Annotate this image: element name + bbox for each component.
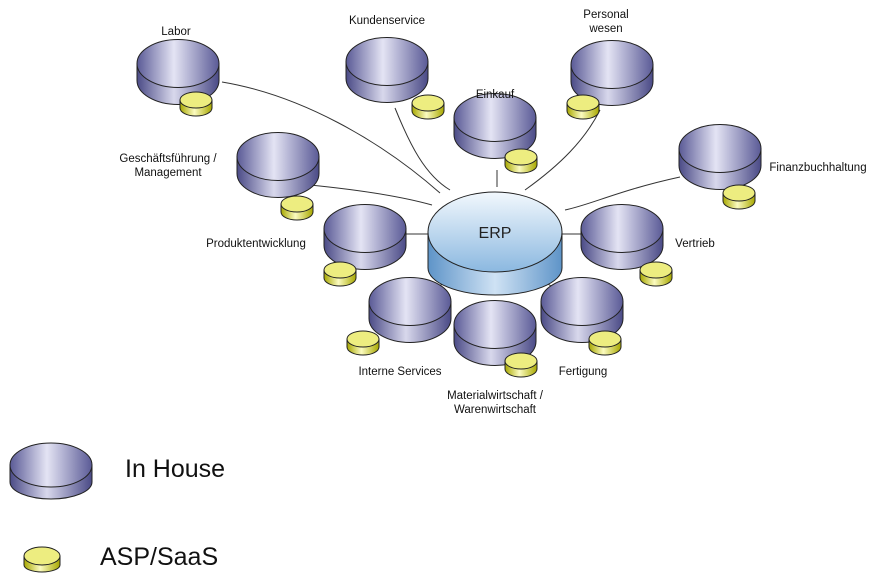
label-line: Vertrieb	[675, 238, 715, 250]
in-house-database-icon	[345, 37, 429, 103]
in-house-database-icon	[580, 204, 664, 270]
erp-database: ERP	[427, 191, 563, 296]
node-kundenservice	[345, 37, 445, 120]
asp-saas-icon	[588, 330, 622, 356]
in-house-database-icon	[368, 277, 452, 343]
line-kundenservice	[394, 107, 451, 191]
label-einkauf: Einkauf	[476, 89, 515, 101]
asp-saas-icon	[179, 91, 213, 117]
asp-saas-icon	[722, 184, 756, 210]
erp-label: ERP	[479, 225, 512, 242]
label-line: Personal	[583, 9, 628, 21]
in-house-database-icon	[570, 40, 654, 106]
label-fertigung: Fertigung	[559, 366, 608, 378]
label-materialwirtschaft: Materialwirtschaft / Warenwirtschaft	[447, 390, 544, 416]
legend-in-house-label: In House	[125, 455, 225, 483]
label-kundenservice: Kundenservice	[349, 15, 425, 27]
asp-saas-icon	[504, 352, 538, 378]
in-house-database-icon	[323, 204, 407, 270]
in-house-database-icon	[236, 132, 320, 198]
asp-saas-icon	[346, 330, 380, 356]
label-line: Finanzbuchhaltung	[769, 162, 866, 174]
label-line: Fertigung	[559, 366, 608, 378]
asp-saas-icon	[566, 94, 600, 120]
legend-asp-saas-label: ASP/SaaS	[100, 543, 218, 571]
asp-saas-icon	[504, 148, 538, 174]
node-interne-services	[346, 277, 452, 356]
legend-in-house-icon	[9, 442, 93, 500]
node-finanzbuchhaltung	[678, 124, 762, 210]
node-labor	[136, 39, 220, 117]
legend: In House ASP/SaaS	[9, 442, 225, 573]
in-house-database-icon	[678, 124, 762, 190]
label-line: Geschäftsführung /	[119, 153, 217, 165]
label-line: wesen	[588, 23, 622, 35]
line-finanzbuchhaltung	[564, 176, 681, 211]
label-labor: Labor	[161, 26, 191, 38]
label-line: Materialwirtschaft /	[447, 390, 544, 402]
node-personalwesen	[566, 40, 654, 120]
label-finanzbuchhaltung: Finanzbuchhaltung	[769, 162, 866, 174]
label-personalwesen: Personal wesen	[583, 9, 628, 35]
asp-saas-icon	[323, 261, 357, 287]
label-line: Produktentwicklung	[206, 238, 306, 250]
asp-saas-icon	[639, 261, 673, 287]
label-line: Warenwirtschaft	[454, 404, 537, 416]
label-interne-services: Interne Services	[358, 366, 441, 378]
label-line: Kundenservice	[349, 15, 425, 27]
label-line: Labor	[161, 26, 191, 38]
line-labor	[221, 81, 441, 194]
asp-saas-icon	[280, 195, 314, 221]
label-line: Einkauf	[476, 89, 515, 101]
label-line: Interne Services	[358, 366, 441, 378]
node-fertigung	[540, 277, 624, 356]
asp-saas-icon	[411, 94, 445, 120]
line-geschaeftsfuehrung	[309, 184, 433, 206]
label-geschaeftsfuehrung: Geschäftsführung / Management	[119, 153, 217, 179]
line-personalwesen	[524, 109, 601, 191]
node-labels: Labor Kundenservice Personal wesenEinkaufGe…	[119, 9, 866, 416]
node-materialwirtschaft	[453, 300, 538, 378]
node-produktentwicklung	[323, 204, 407, 287]
legend-asp-saas-icon	[23, 546, 61, 573]
label-vertrieb: Vertrieb	[675, 238, 715, 250]
node-group	[136, 37, 762, 378]
label-line: Management	[134, 167, 202, 179]
label-produktentwicklung: Produktentwicklung	[206, 238, 306, 250]
node-vertrieb	[580, 204, 673, 287]
node-einkauf	[453, 93, 538, 174]
in-house-database-icon	[453, 93, 537, 159]
node-geschaeftsfuehrung	[236, 132, 320, 221]
